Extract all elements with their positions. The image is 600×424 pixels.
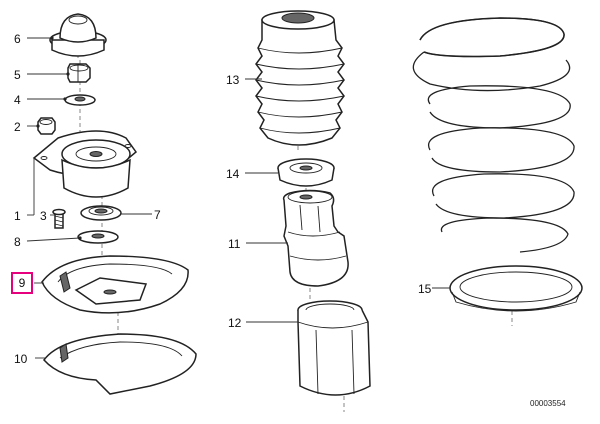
- coil-spring[interactable]: [412, 17, 575, 253]
- callout-14: 14: [226, 167, 240, 181]
- callout-6: 6: [14, 32, 21, 46]
- part-12-protective-tube[interactable]: [297, 300, 371, 396]
- callout-3: 3: [40, 209, 47, 223]
- callout-10: 10: [14, 352, 28, 366]
- callout-13: 13: [226, 73, 240, 87]
- part-6-dust-cap[interactable]: [49, 13, 107, 57]
- part-3-bolt[interactable]: [52, 208, 66, 229]
- callout-5: 5: [14, 68, 21, 82]
- part-4-washer[interactable]: [64, 94, 96, 106]
- callout-2: 2: [14, 120, 21, 134]
- part-13-bellows[interactable]: [255, 10, 345, 146]
- part-5-nut[interactable]: [67, 63, 91, 83]
- leader-line: [26, 237, 81, 242]
- part-14-retainer[interactable]: [277, 158, 335, 187]
- callout-8: 8: [14, 235, 21, 249]
- part-11-bump-stop[interactable]: [282, 189, 349, 287]
- part-15-spring-pad[interactable]: [449, 265, 583, 312]
- part-2-nut[interactable]: [37, 117, 56, 135]
- callout-12: 12: [228, 316, 242, 330]
- callout-1: 1: [14, 209, 21, 223]
- callout-15: 15: [418, 282, 432, 296]
- callout-11: 11: [228, 237, 241, 251]
- part-10-spring-pad[interactable]: [43, 333, 197, 395]
- part-id-label: 00003554: [530, 399, 566, 408]
- part-7-bearing[interactable]: [80, 205, 122, 221]
- part-1-strut-mount[interactable]: [32, 130, 138, 198]
- part-9-spring-seat[interactable]: [41, 255, 189, 314]
- callout-7: 7: [154, 208, 161, 222]
- callout-4: 4: [14, 93, 21, 107]
- part-8-washer[interactable]: [77, 230, 119, 244]
- callout-9[interactable]: 9: [11, 272, 33, 294]
